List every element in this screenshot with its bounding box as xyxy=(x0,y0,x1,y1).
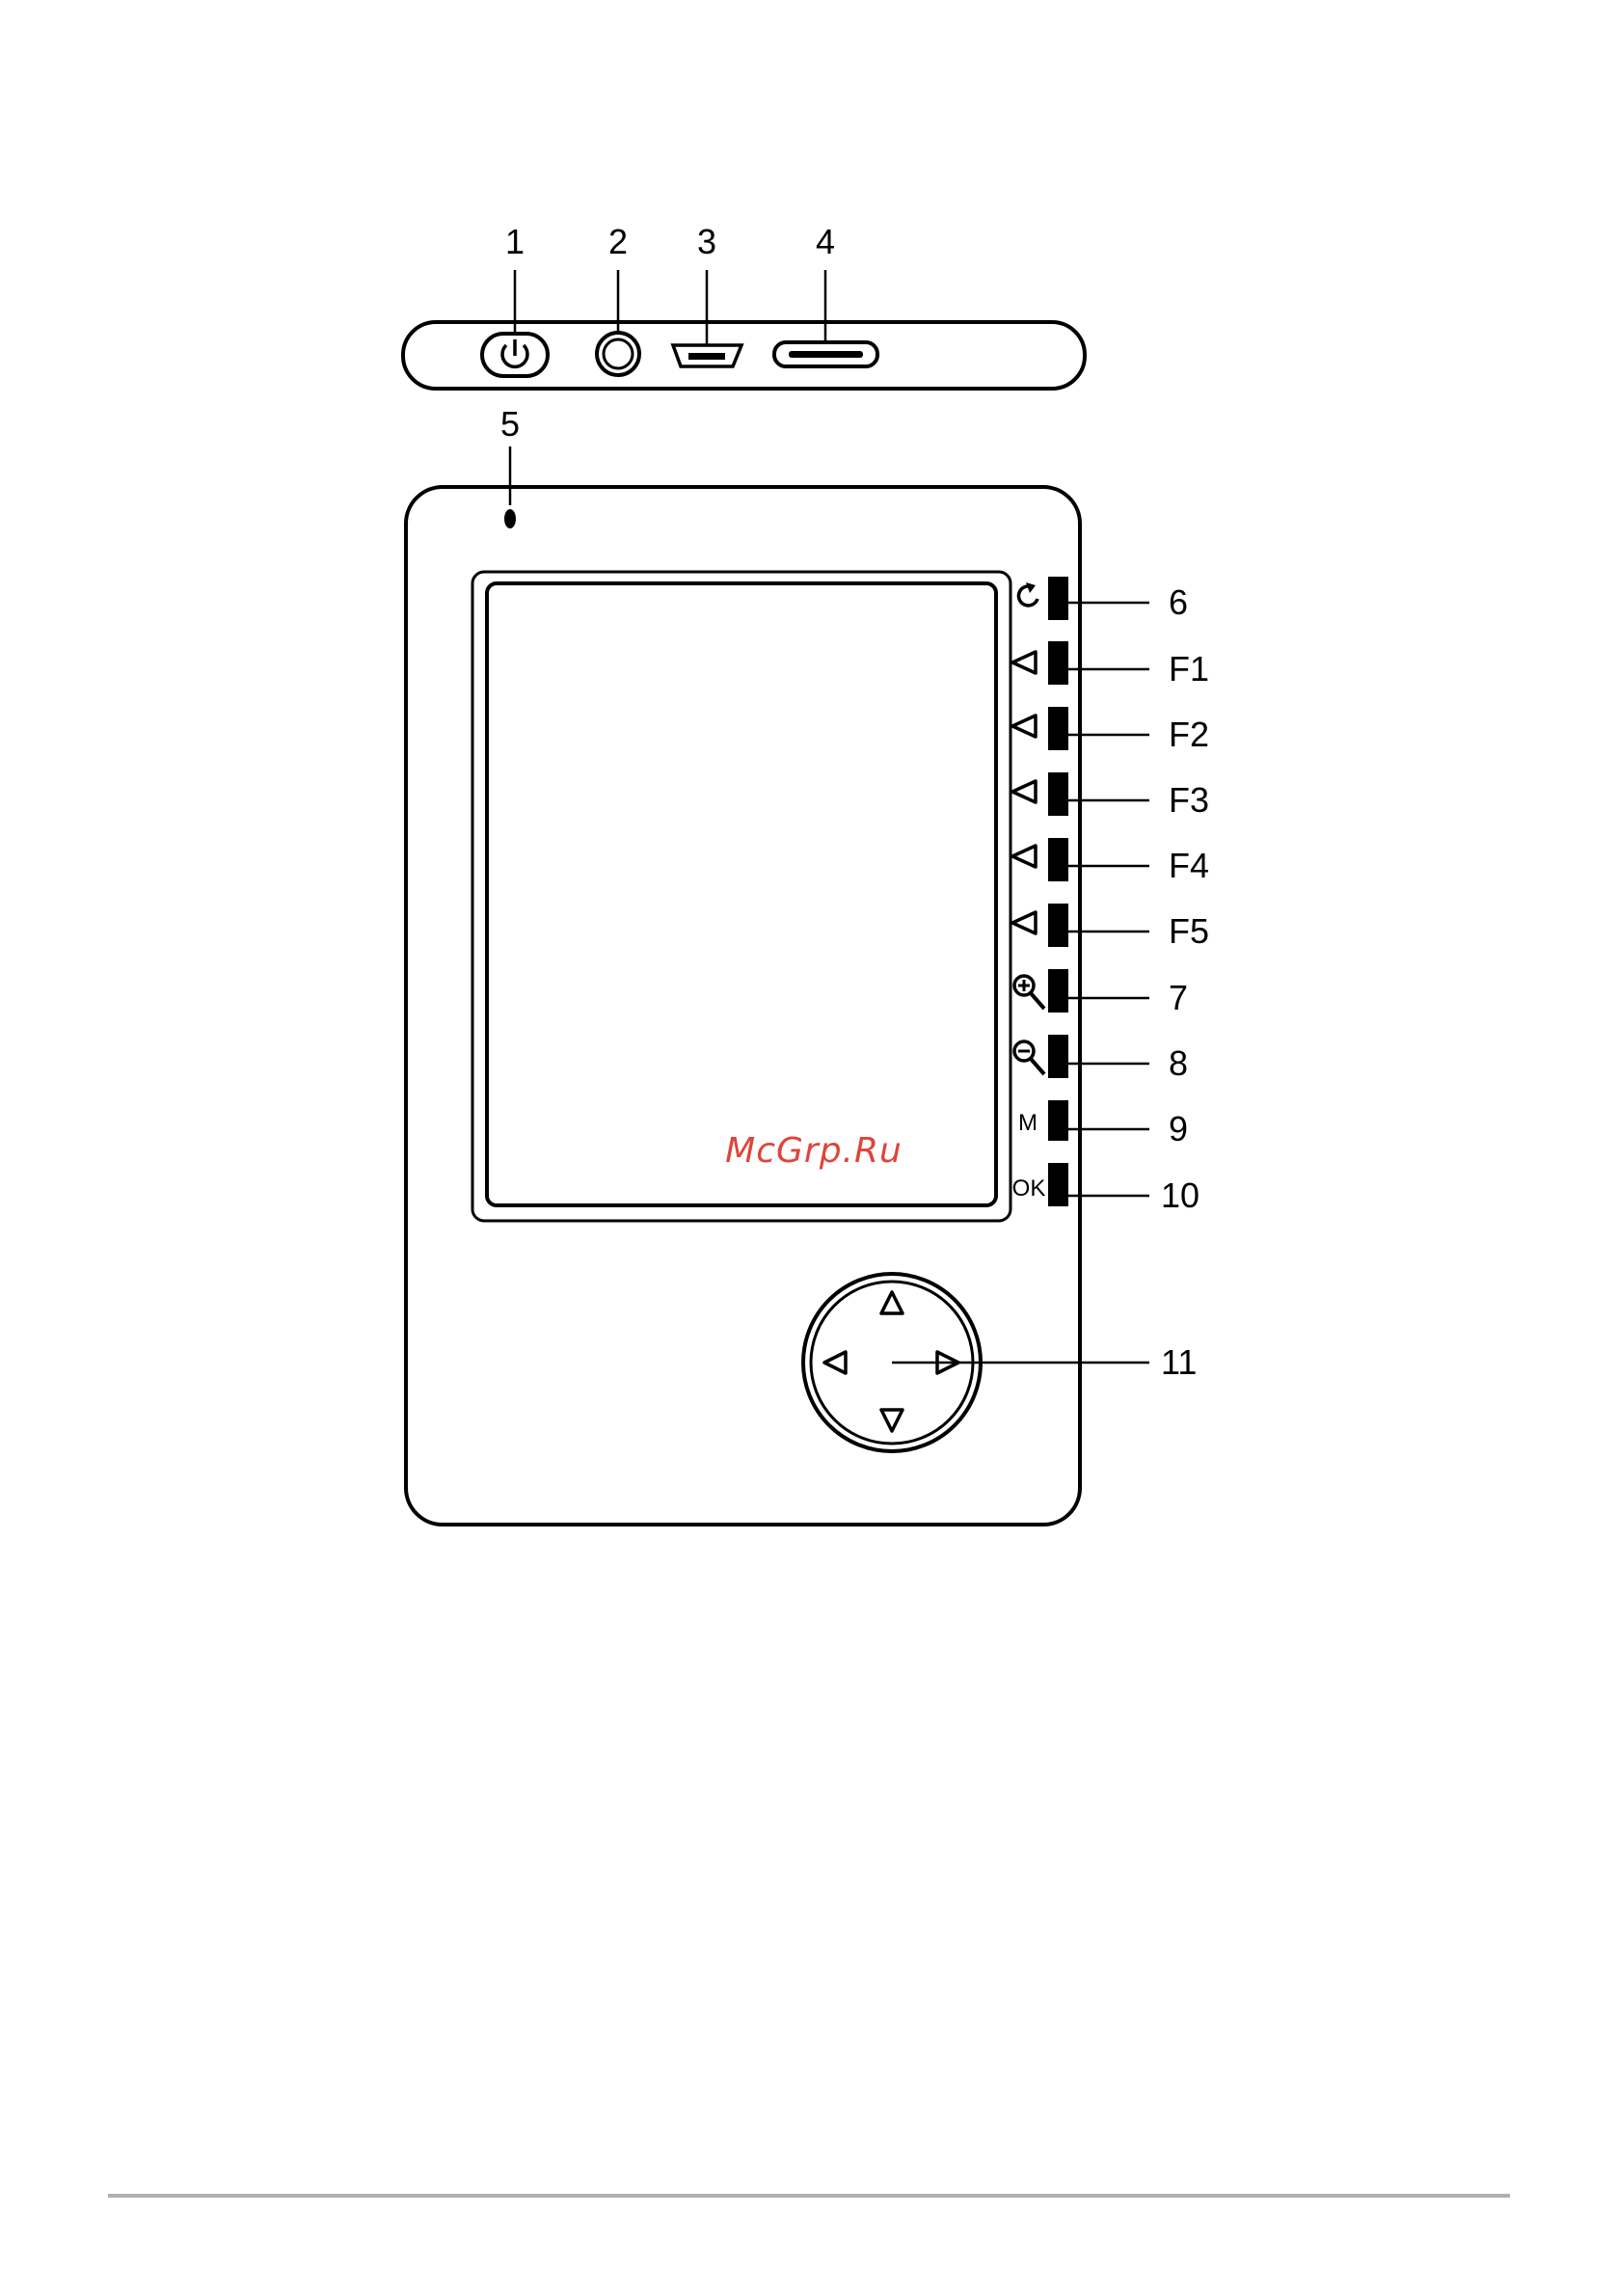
screen xyxy=(487,583,996,1205)
callout-10: 10 xyxy=(1161,1175,1199,1215)
callout-1: 1 xyxy=(505,222,525,261)
button-9-bar xyxy=(1048,1100,1068,1141)
watermark: McGrp.Ru xyxy=(725,1131,903,1171)
callout-2: 2 xyxy=(608,222,628,261)
screen-bezel xyxy=(472,572,1011,1221)
callout-11: 11 xyxy=(1161,1342,1197,1382)
rotate-icon xyxy=(1018,582,1038,606)
arrow-left-icon xyxy=(1012,912,1036,933)
headphone-jack xyxy=(597,333,639,375)
footer-rule xyxy=(108,2194,1510,2198)
device-front: 5 xyxy=(406,404,1209,1525)
button-f2-bar xyxy=(1048,707,1068,750)
arrow-left-icon xyxy=(1012,846,1036,867)
callout-f5: F5 xyxy=(1169,911,1209,951)
zoom-out-icon xyxy=(1014,1041,1044,1074)
callout-f1: F1 xyxy=(1169,649,1209,689)
ok-button-glyph: OK xyxy=(1012,1175,1046,1202)
arrow-left-icon xyxy=(1012,716,1036,737)
button-f5-bar xyxy=(1048,904,1068,947)
menu-button-glyph: M xyxy=(1018,1110,1038,1136)
arrow-up-icon xyxy=(881,1292,903,1313)
callout-7: 7 xyxy=(1169,978,1188,1017)
button-f3-bar xyxy=(1048,772,1068,816)
button-8-bar xyxy=(1048,1035,1068,1078)
button-6-bar xyxy=(1048,577,1068,620)
callout-8: 8 xyxy=(1169,1043,1188,1083)
button-10-bar xyxy=(1048,1163,1068,1206)
callout-f2: F2 xyxy=(1169,715,1209,754)
callout-5: 5 xyxy=(500,404,520,444)
callout-4: 4 xyxy=(816,222,835,261)
arrow-left-icon xyxy=(1012,652,1036,673)
arrow-down-icon xyxy=(881,1410,903,1431)
callout-9: 9 xyxy=(1169,1109,1188,1148)
callout-6: 6 xyxy=(1169,582,1188,622)
callout-3: 3 xyxy=(697,222,716,261)
side-buttons xyxy=(1048,577,1068,1206)
device-top-edge: 1 2 3 4 xyxy=(403,222,1085,389)
button-f1-bar xyxy=(1048,641,1068,685)
button-7-bar xyxy=(1048,969,1068,1013)
card-slot xyxy=(774,342,877,366)
arrow-left-icon xyxy=(824,1352,846,1373)
button-f4-bar xyxy=(1048,838,1068,881)
power-button xyxy=(482,334,548,376)
arrow-left-icon xyxy=(1012,781,1036,802)
callout-f3: F3 xyxy=(1169,780,1209,820)
power-icon xyxy=(502,339,527,366)
indicator-led xyxy=(504,509,516,528)
callout-f4: F4 xyxy=(1169,846,1209,885)
zoom-in-icon xyxy=(1014,976,1044,1009)
usb-port-icon xyxy=(673,345,741,366)
